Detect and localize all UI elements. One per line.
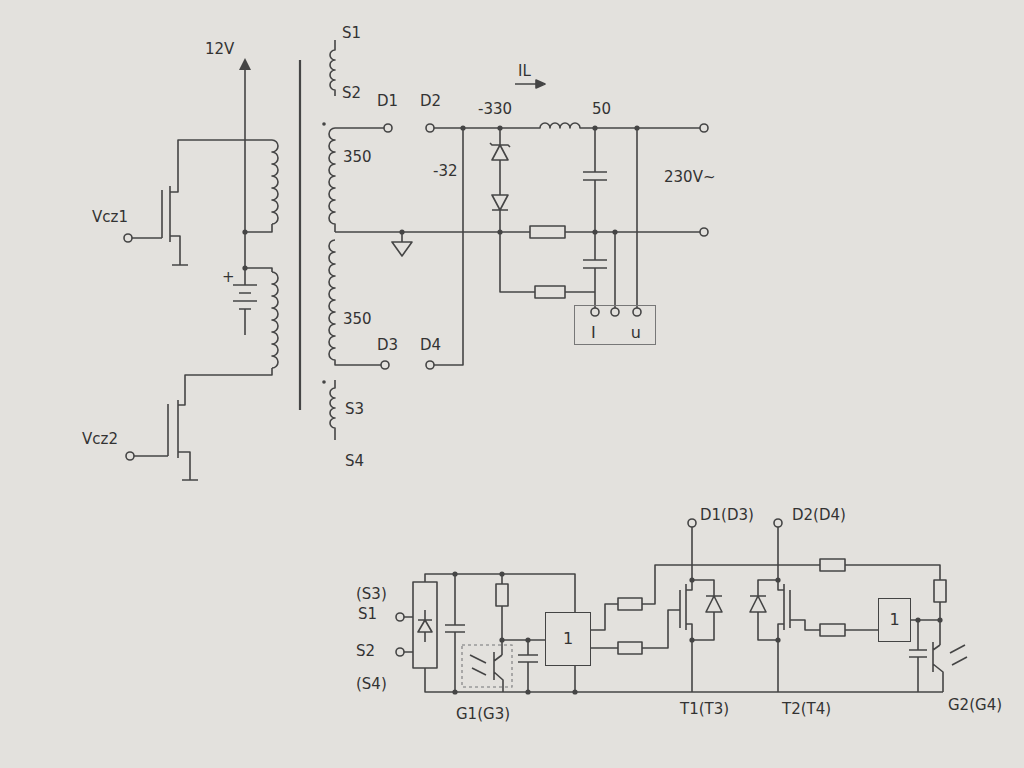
winding-dot — [322, 122, 326, 126]
junction-dot — [399, 229, 404, 234]
signal-label: 230V~ — [664, 168, 715, 186]
signal-label: G1(G3) — [456, 705, 510, 723]
signal-label: Vcz2 — [82, 430, 118, 448]
winding-dot — [322, 380, 326, 384]
secondary-coils — [329, 40, 384, 440]
signal-label: 50 — [592, 100, 611, 118]
driver-wires — [404, 527, 967, 692]
signal-label: S2 — [342, 84, 361, 102]
signal-label: S1 — [342, 24, 361, 42]
transformer-core — [299, 60, 301, 410]
rectifier-bridge — [413, 582, 437, 668]
junction-dots — [239, 58, 943, 695]
terminal — [774, 519, 782, 527]
box-text: I — [591, 324, 596, 342]
terminal — [700, 228, 708, 236]
logic-gate-box: 1 — [878, 598, 911, 642]
junction-dot — [775, 577, 780, 582]
junction-dot — [499, 637, 504, 642]
resistor-symbol — [820, 559, 845, 571]
box-text: 1 — [889, 611, 899, 629]
signal-label: D4 — [420, 336, 441, 354]
arrow-head — [536, 80, 545, 88]
coil-symbol — [272, 140, 278, 368]
signal-label: D2 — [420, 92, 441, 110]
signal-label: + — [222, 268, 235, 286]
signal-label: D3 — [377, 336, 398, 354]
junction-dot — [937, 617, 942, 622]
signal-label: S1 — [358, 605, 377, 623]
signal-label: (S3) — [356, 585, 387, 603]
terminal-block: Iu — [574, 305, 656, 345]
junction-dot — [775, 637, 780, 642]
signal-label: 350 — [343, 148, 372, 166]
junction-dot — [592, 229, 597, 234]
signal-label: Vcz1 — [92, 208, 128, 226]
box-text: 1 — [563, 630, 573, 648]
resistor-symbol — [530, 226, 565, 238]
junction-dot — [452, 689, 457, 694]
junction-dot — [634, 125, 639, 130]
resistor-symbol — [820, 624, 845, 636]
resistor-symbol — [934, 580, 946, 602]
signal-label: 12V — [205, 40, 234, 58]
output-wires — [335, 84, 700, 365]
optocoupler-outline — [462, 645, 512, 687]
junction-dot — [689, 577, 694, 582]
signal-label: 350 — [343, 310, 372, 328]
signal-label: T2(T4) — [782, 700, 831, 718]
terminal — [381, 361, 389, 369]
terminal — [126, 452, 134, 460]
terminal — [124, 234, 132, 242]
signal-label: (S4) — [356, 675, 387, 693]
arrow-head — [239, 58, 251, 70]
junction-dot — [242, 265, 247, 270]
resistor-symbol — [535, 286, 565, 298]
terminal — [396, 613, 404, 621]
junction-dot — [915, 617, 920, 622]
junction-dot — [572, 689, 577, 694]
terminal — [688, 519, 696, 527]
signal-label: G2(G4) — [948, 696, 1002, 714]
logic-gate-box: 1 — [545, 612, 591, 666]
resistor-symbol — [618, 642, 642, 654]
junction-dot — [499, 571, 504, 576]
junction-dot — [525, 637, 530, 642]
signal-label: S4 — [345, 452, 364, 470]
junction-dot — [452, 571, 457, 576]
resistor-symbol — [618, 598, 642, 610]
junction-dot — [497, 125, 502, 130]
signal-label: T1(T3) — [680, 700, 729, 718]
terminal — [384, 124, 392, 132]
junction-dot — [525, 689, 530, 694]
terminal — [633, 308, 641, 316]
wires — [124, 40, 967, 692]
terminals — [124, 124, 782, 656]
resistor-symbol — [496, 584, 508, 606]
signal-label: S2 — [356, 642, 375, 660]
signal-label: -32 — [433, 162, 458, 180]
terminal — [591, 308, 599, 316]
junction-dot — [612, 229, 617, 234]
junction-dot — [497, 229, 502, 234]
signal-label: D2(D4) — [792, 506, 846, 524]
junction-dot — [242, 229, 247, 234]
resistor-symbol — [496, 226, 946, 654]
signal-label: D1 — [377, 92, 398, 110]
terminal — [611, 308, 619, 316]
junction-dot — [460, 125, 465, 130]
terminal — [426, 124, 434, 132]
terminal — [396, 648, 404, 656]
signal-label: -330 — [478, 100, 512, 118]
junction-dot — [689, 637, 694, 642]
signal-label: S3 — [345, 400, 364, 418]
signal-label: IL — [518, 62, 531, 80]
terminal — [426, 361, 434, 369]
box-text: u — [631, 324, 641, 342]
terminal — [700, 124, 708, 132]
primary-wires — [132, 66, 272, 480]
signal-label: D1(D3) — [700, 506, 754, 524]
junction-dot — [592, 125, 597, 130]
